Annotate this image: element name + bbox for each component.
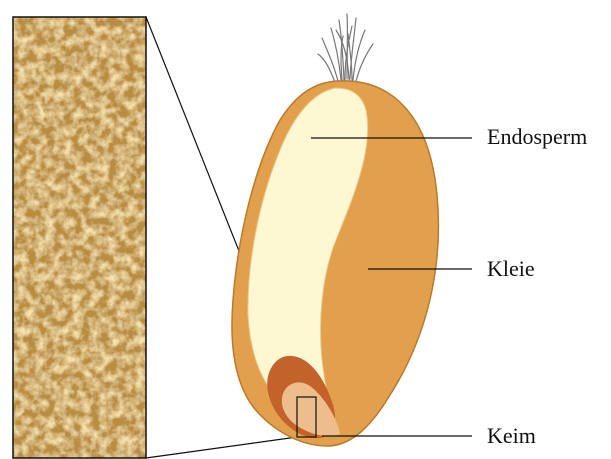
- grain-beard: [318, 14, 373, 82]
- bran-label: Kleie: [487, 258, 535, 280]
- bran-texture-panel: [13, 17, 146, 458]
- zoom-line-bottom: [146, 437, 297, 458]
- endosperm-label: Endosperm: [487, 126, 587, 148]
- germ-label: Keim: [487, 425, 536, 447]
- bran-texture-light-flakes: [13, 17, 146, 458]
